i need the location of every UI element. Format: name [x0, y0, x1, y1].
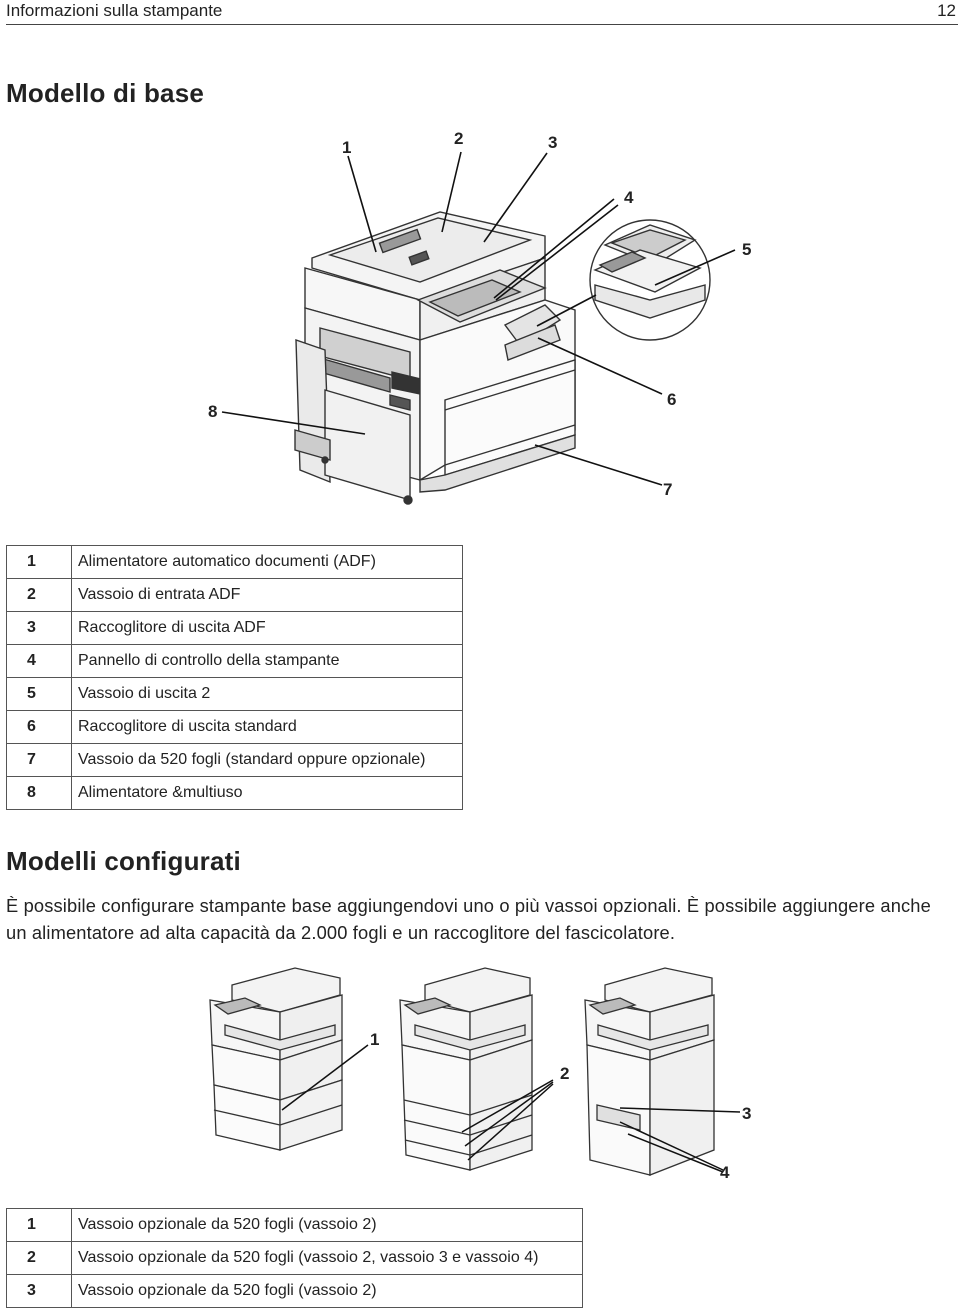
- legend-text: Alimentatore automatico documenti (ADF): [78, 553, 376, 570]
- configured-printer-b-drawing: [399, 967, 533, 1171]
- configured-printer-c-drawing: [584, 967, 715, 1176]
- base-callout-2: 2: [454, 129, 464, 148]
- legend-num: 3: [6, 1274, 72, 1308]
- detail-inset-drawing: [589, 219, 711, 341]
- legend-num: 2: [6, 1241, 72, 1275]
- legend-num: 1: [6, 1208, 72, 1242]
- legend-text: Alimentatore &multiuso: [71, 776, 463, 810]
- base-model-legend-table: 1 Alimentatore automatico documenti (ADF)…: [6, 545, 463, 810]
- base-callout-5: 5: [742, 240, 752, 259]
- legend-text: Raccoglitore di uscita standard: [71, 710, 463, 744]
- legend-text: Vassoio opzionale da 520 fogli (vassoio …: [71, 1241, 583, 1275]
- base-callout-6: 6: [667, 390, 677, 409]
- legend-text: Vassoio da 520 fogli (standard oppure op…: [71, 743, 463, 777]
- page-header: Informazioni sulla stampante 12: [6, 0, 958, 25]
- configured-printers-illustration: [0, 960, 960, 1190]
- legend-num: 5: [6, 677, 72, 711]
- printer-body-drawing: [294, 211, 576, 505]
- config-callout-4: 4: [720, 1163, 730, 1182]
- configured-printer-a-drawing: [209, 967, 343, 1151]
- base-callout-1: 1: [342, 138, 352, 157]
- base-callout-3: 3: [548, 133, 558, 152]
- configured-paragraph: È possibile configurare stampante base a…: [6, 895, 931, 943]
- base-model-heading: Modello di base: [6, 78, 205, 108]
- legend-text: Vassoio opzionale da 520 fogli (vassoio …: [78, 1216, 377, 1233]
- page-number: 12: [937, 1, 956, 20]
- base-callout-8: 8: [208, 402, 218, 421]
- legend-text: Raccoglitore di uscita ADF: [71, 611, 463, 645]
- legend-text: Vassoio di entrata ADF: [71, 578, 463, 612]
- legend-num: 1: [6, 545, 72, 579]
- legend-text: Vassoio opzionale da 520 fogli (vassoio …: [71, 1274, 583, 1308]
- legend-text: Vassoio di uscita 2: [71, 677, 463, 711]
- base-model-leader-lines: [221, 151, 736, 486]
- base-callout-4: 4: [624, 188, 634, 207]
- config-callout-3: 3: [742, 1104, 752, 1123]
- section-title: Informazioni sulla stampante: [6, 1, 223, 20]
- legend-num: 4: [6, 644, 72, 678]
- table-row: 1 Alimentatore automatico documenti (ADF): [6, 545, 463, 579]
- configured-models-heading: Modelli configurati: [6, 846, 241, 876]
- config-callout-2: 2: [560, 1064, 570, 1083]
- table-row: 1 Vassoio opzionale da 520 fogli (vassoio…: [6, 1208, 583, 1242]
- legend-num: 2: [6, 578, 72, 612]
- config-callout-1: 1: [370, 1030, 380, 1049]
- legend-num: 3: [6, 611, 72, 645]
- legend-num: 7: [6, 743, 72, 777]
- legend-num: 6: [6, 710, 72, 744]
- legend-text: Pannello di controllo della stampante: [71, 644, 463, 678]
- base-callout-7: 7: [663, 480, 673, 499]
- legend-num: 8: [6, 776, 72, 810]
- base-model-printer-illustration: [0, 120, 960, 530]
- configured-leader-lines: [281, 1044, 741, 1173]
